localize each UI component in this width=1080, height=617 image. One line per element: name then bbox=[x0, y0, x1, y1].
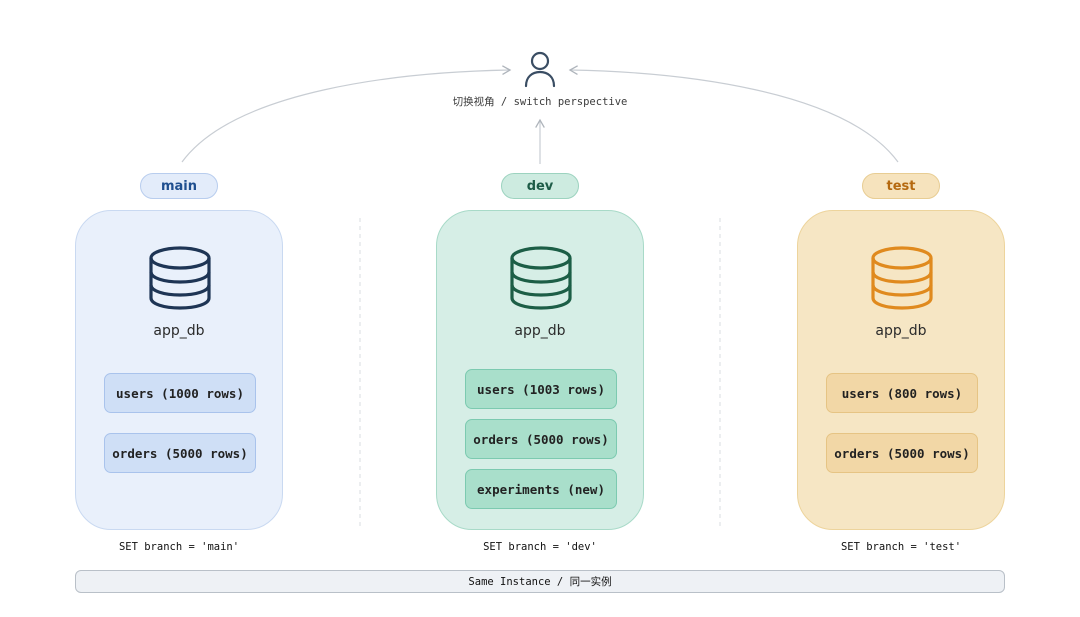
database-icon bbox=[149, 246, 211, 310]
same-instance-label: Same Instance / 同一实例 bbox=[468, 576, 612, 588]
branch-card-main: app_db users (1000 rows) orders (5000 ro… bbox=[75, 210, 283, 530]
branch-pill-label: test bbox=[886, 178, 916, 194]
database-icon bbox=[871, 246, 933, 310]
table-users[interactable]: users (1003 rows) bbox=[465, 369, 617, 409]
branch-pill-test[interactable]: test bbox=[862, 173, 940, 199]
table-users[interactable]: users (1000 rows) bbox=[104, 373, 256, 413]
branch-pill-main[interactable]: main bbox=[140, 173, 218, 199]
branch-card-dev: app_db users (1003 rows) orders (5000 ro… bbox=[436, 210, 644, 530]
branch-pill-label: main bbox=[160, 178, 198, 194]
branch-pill-label: dev bbox=[526, 178, 554, 194]
table-users[interactable]: users (800 rows) bbox=[826, 373, 978, 413]
set-branch-command: SET branch = 'main' bbox=[118, 541, 240, 553]
table-orders[interactable]: orders (5000 rows) bbox=[826, 433, 978, 473]
database-name: app_db bbox=[514, 323, 566, 339]
branch-card-test: app_db users (800 rows) orders (5000 row… bbox=[797, 210, 1005, 530]
table-orders[interactable]: orders (5000 rows) bbox=[104, 433, 256, 473]
table-experiments[interactable]: experiments (new) bbox=[465, 469, 617, 509]
switch-perspective-label: 切换视角 / switch perspective bbox=[452, 96, 628, 108]
database-icon bbox=[510, 246, 572, 310]
set-branch-command: SET branch = 'test' bbox=[840, 541, 962, 553]
set-branch-command: SET branch = 'dev' bbox=[483, 541, 597, 553]
database-name: app_db bbox=[875, 323, 927, 339]
test-to-user-arrow bbox=[568, 65, 899, 163]
same-instance-bar: Same Instance / 同一实例 bbox=[75, 570, 1005, 593]
user-icon bbox=[524, 51, 556, 88]
branch-pill-dev[interactable]: dev bbox=[501, 173, 579, 199]
main-to-user-arrow bbox=[181, 65, 512, 163]
table-orders[interactable]: orders (5000 rows) bbox=[465, 419, 617, 459]
database-name: app_db bbox=[153, 323, 205, 339]
